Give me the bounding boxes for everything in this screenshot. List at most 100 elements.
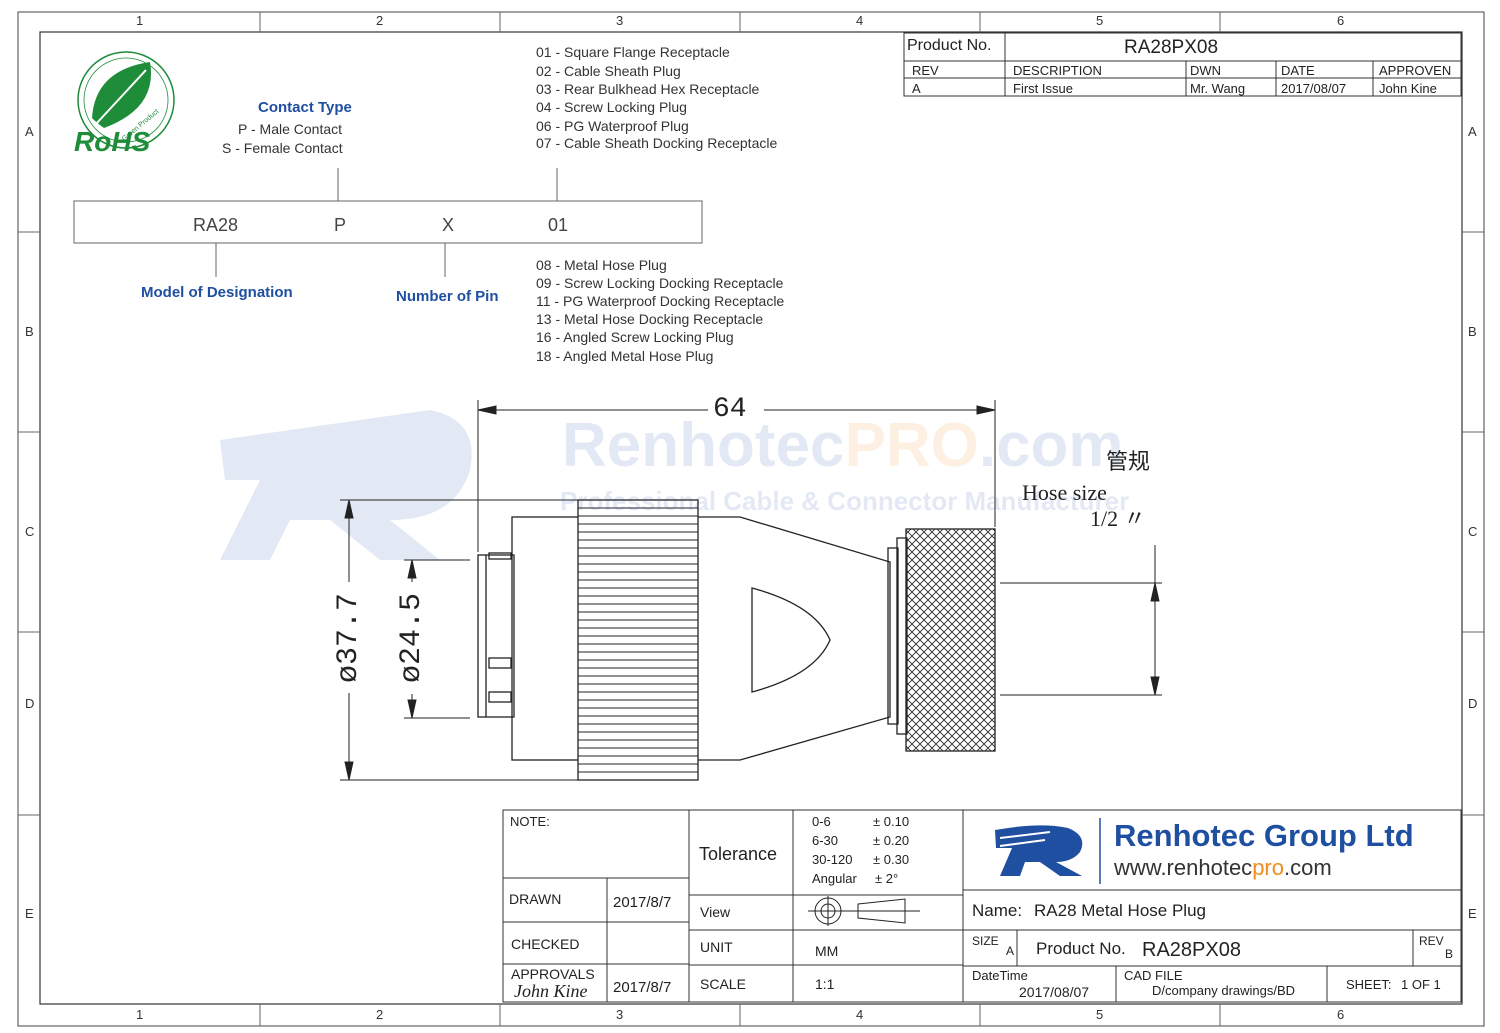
product-no-value: RA28PX08 xyxy=(1142,939,1241,961)
style-item: 13 - Metal Hose Docking Receptacle xyxy=(536,311,764,327)
rohs-emblem-icon xyxy=(77,51,175,149)
tolerance-range: 30-120 xyxy=(812,852,853,867)
col-label: 2 xyxy=(376,13,384,28)
style-item: 18 - Angled Metal Hose Plug xyxy=(536,348,714,364)
watermark-title-orange: PRO xyxy=(844,411,979,480)
frame-ticks xyxy=(18,12,1484,1026)
cad-file-label: CAD FILE xyxy=(1124,968,1183,983)
watermark-title-end: .com xyxy=(978,411,1124,480)
tolerance-range: 6-30 xyxy=(812,833,839,848)
name-value: RA28 Metal Hose Plug xyxy=(1034,901,1206,920)
watermark-logo xyxy=(220,410,472,560)
size-label: SIZE xyxy=(972,934,999,948)
cad-file-value: D/company drawings/BD xyxy=(1152,983,1296,998)
contact-type-title: Contact Type xyxy=(258,99,352,116)
inner-frame xyxy=(39,31,1463,1005)
row-label: E xyxy=(25,906,34,921)
row-label: A xyxy=(25,124,34,139)
rev-cell: A xyxy=(912,81,921,96)
style-item: 07 - Cable Sheath Docking Receptacle xyxy=(536,135,778,151)
row-label: C xyxy=(25,524,35,539)
code-style: 01 xyxy=(548,215,569,235)
hose-label-cn: 管规 xyxy=(1106,449,1151,474)
tolerance-range: Angular xyxy=(812,871,857,886)
watermark-title-blue: Renhotec xyxy=(562,411,845,480)
projection-symbol-icon xyxy=(808,896,920,926)
tolerance-value: ± 0.20 xyxy=(873,833,910,848)
row-label: D xyxy=(25,696,35,711)
dimension-lines xyxy=(340,400,1162,781)
unit-value: MM xyxy=(815,943,839,959)
tolerance-range: 0-6 xyxy=(812,814,831,829)
dim-diameter-inner: ø24.5 xyxy=(395,592,429,684)
row-label: A xyxy=(1468,124,1477,139)
product-no-label: Product No. xyxy=(1036,939,1126,958)
tolerance-value: ± 0.30 xyxy=(873,852,910,867)
title-block-lines xyxy=(502,809,1462,1003)
watermark-title: RenhotecPRO.com xyxy=(562,410,1124,481)
rev-cell: First Issue xyxy=(1013,81,1073,96)
rev-cell: 2017/08/07 xyxy=(1281,81,1347,96)
rev-table-product-no: RA28PX08 xyxy=(1124,37,1219,58)
rev-header: APPROVEN xyxy=(1379,63,1452,78)
col-label: 3 xyxy=(616,13,624,28)
scale-label: SCALE xyxy=(700,976,746,992)
size-value: A xyxy=(1006,944,1015,958)
code-model: RA28 xyxy=(193,215,239,235)
datetime-value: 2017/08/07 xyxy=(1019,984,1090,1000)
row-label: C xyxy=(1468,524,1478,539)
company-url: www.renhotecpro.com xyxy=(1114,857,1332,879)
outer-frame xyxy=(17,11,1485,1027)
company-url-pre: www.renhotec xyxy=(1114,855,1253,880)
approvals-label: APPROVALS xyxy=(511,966,595,982)
col-label: 3 xyxy=(616,1007,624,1022)
rev-cell: John Kine xyxy=(1379,81,1437,96)
name-label: Name: xyxy=(972,901,1023,920)
rev-header: DESCRIPTION xyxy=(1013,63,1102,78)
designation-lines xyxy=(73,168,703,277)
dim-diameter-outer: ø37.7 xyxy=(332,592,366,684)
rev-table-product-label: Product No. xyxy=(907,37,992,54)
code-contact: P xyxy=(334,215,347,235)
col-label: 6 xyxy=(1337,13,1345,28)
connector-drawing xyxy=(477,499,996,781)
scale-value: 1:1 xyxy=(815,976,835,992)
drawn-date: 2017/8/7 xyxy=(613,894,672,911)
hose-size-value: 1/2 〃 xyxy=(1090,506,1146,531)
style-item: 01 - Square Flange Receptacle xyxy=(536,44,730,60)
style-item: 03 - Rear Bulkhead Hex Receptacle xyxy=(536,81,760,97)
row-label: B xyxy=(25,324,34,339)
col-label: 1 xyxy=(136,1007,144,1022)
style-item: 11 - PG Waterproof Docking Receptacle xyxy=(536,293,785,309)
contact-option: P - Male Contact xyxy=(238,121,343,137)
rev-header: DATE xyxy=(1281,63,1315,78)
hose-size-label: Hose size xyxy=(1022,480,1107,505)
style-item: 02 - Cable Sheath Plug xyxy=(536,63,681,79)
rev-header: REV xyxy=(912,63,939,78)
col-label: 4 xyxy=(856,13,864,28)
revision-table-lines xyxy=(903,32,1462,97)
col-label: 1 xyxy=(136,13,144,28)
drawn-label: DRAWN xyxy=(509,891,562,907)
tolerance-label: Tolerance xyxy=(699,844,778,864)
rev-label: REV xyxy=(1419,934,1444,948)
number-of-pin-label: Number of Pin xyxy=(396,288,499,305)
company-name: Renhotec Group Ltd xyxy=(1114,818,1414,853)
col-label: 6 xyxy=(1337,1007,1345,1022)
watermark-subtitle: Professional Cable & Connector Manufactu… xyxy=(560,486,1130,516)
style-item: 16 - Angled Screw Locking Plug xyxy=(536,329,734,345)
tolerance-value: ± 2° xyxy=(875,871,899,886)
col-label: 5 xyxy=(1096,1007,1104,1022)
rev-value: B xyxy=(1445,947,1454,961)
row-label: B xyxy=(1468,324,1477,339)
code-pins: X xyxy=(442,215,455,235)
sheet-value: 1 OF 1 xyxy=(1401,977,1441,992)
row-label: E xyxy=(1468,906,1477,921)
rev-cell: Mr. Wang xyxy=(1190,81,1246,96)
model-designation-label: Model of Designation xyxy=(141,284,293,301)
company-logo-icon xyxy=(995,818,1101,884)
company-url-accent: pro xyxy=(1252,855,1284,880)
tolerance-value: ± 0.10 xyxy=(873,814,910,829)
note-label: NOTE: xyxy=(510,814,550,829)
